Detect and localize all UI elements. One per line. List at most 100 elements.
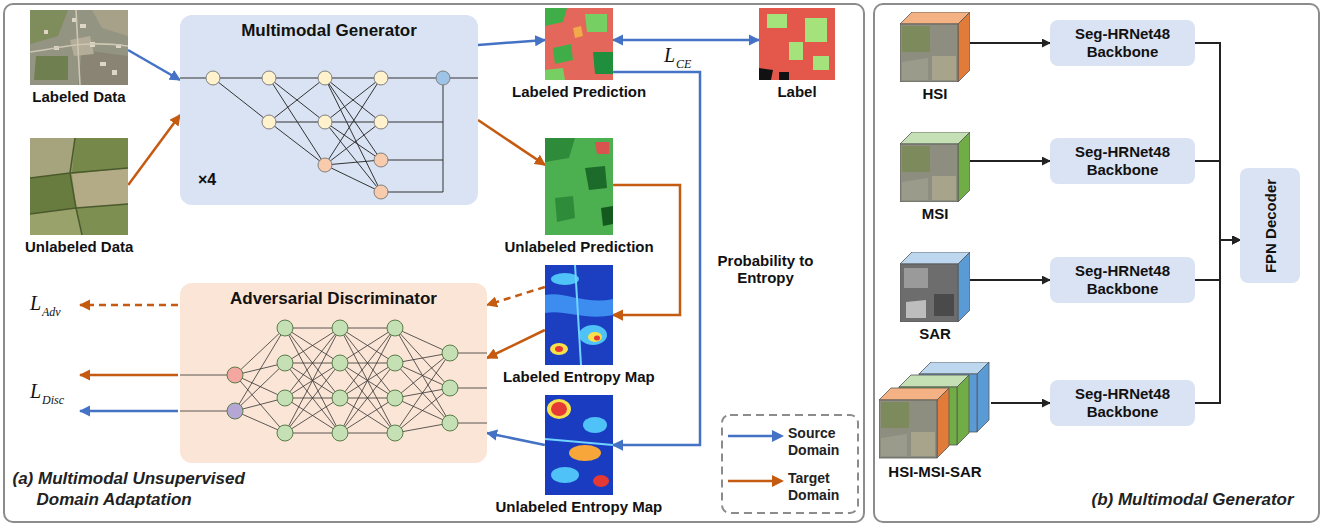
drawing-part	[545, 439, 613, 445]
drawing-part	[588, 332, 602, 342]
drawing-part	[442, 415, 458, 431]
drawing-part	[789, 42, 803, 60]
image-node: Labeled Data	[30, 10, 128, 105]
aerial-photo	[30, 10, 128, 85]
image-node: Unlabeled Prediction	[505, 138, 654, 255]
drawing-part	[318, 158, 332, 172]
panel-caption: (b) Multimodal Generator	[1092, 489, 1312, 510]
drawing-part	[759, 68, 773, 80]
drawing-part	[30, 10, 128, 85]
connector	[1195, 240, 1240, 403]
node-label: SAR	[919, 325, 951, 342]
cube-node: HSI	[900, 12, 970, 102]
drawing-part	[112, 70, 117, 75]
drawing-part	[881, 402, 909, 428]
backbone-box: Seg-HRNet48 Backbone	[1050, 138, 1195, 184]
connector	[970, 279, 1050, 281]
drawing-part	[902, 58, 928, 80]
generator-network	[180, 15, 478, 205]
drawing-part	[30, 208, 82, 235]
drawing-part	[573, 26, 583, 38]
drawing-part	[227, 320, 458, 441]
drawing-part	[374, 71, 388, 85]
drawing-part	[374, 115, 388, 129]
drawing-part	[881, 434, 907, 456]
drawing-part	[318, 115, 332, 129]
drawing-part	[583, 417, 607, 433]
drawing-part	[545, 265, 613, 365]
connector	[1195, 161, 1240, 240]
drawing-part	[318, 71, 332, 85]
drawing-part	[442, 345, 458, 361]
drawing-part	[585, 166, 607, 190]
drawing-part	[601, 206, 613, 226]
drawing-part	[595, 142, 609, 154]
drawing-part	[904, 268, 928, 288]
image-node: Labeled Prediction	[512, 8, 646, 100]
drawing-part	[277, 425, 293, 441]
image-node: Labeled Entropy Map	[503, 265, 655, 385]
drawing-part	[262, 115, 276, 129]
prediction-map	[545, 8, 613, 80]
drawing-part	[585, 14, 607, 32]
node-label: HSI	[922, 85, 947, 102]
connector	[613, 39, 759, 42]
drawing-part	[553, 44, 573, 64]
drawing-part	[551, 467, 579, 483]
adv-loss-arrow	[80, 304, 178, 307]
drawing-part	[555, 196, 575, 222]
drawing-part	[277, 320, 293, 336]
discriminator-network	[180, 283, 487, 463]
legend-swatch	[728, 429, 784, 443]
drawing-part	[545, 68, 565, 80]
drawing-part	[387, 355, 403, 371]
legend-arrowhead	[772, 475, 784, 487]
loss-subscript: Disc	[42, 394, 64, 408]
drawing-part	[902, 26, 930, 52]
drawing-part	[277, 390, 293, 406]
label-map	[759, 8, 835, 80]
drawing-part	[277, 355, 293, 371]
connector	[613, 72, 700, 445]
drawing-part	[332, 425, 348, 441]
drawing-part	[902, 178, 928, 200]
drawing-part	[545, 138, 575, 162]
drawing-part	[374, 153, 388, 167]
drawing-part	[387, 425, 403, 441]
drawing-part	[442, 380, 458, 396]
connector	[1195, 240, 1240, 280]
disc-loss-arrow	[80, 374, 178, 377]
disc-loss-arrow	[80, 410, 178, 413]
drawing-part	[387, 390, 403, 406]
drawing-part	[92, 10, 128, 36]
drawing-part	[879, 400, 937, 458]
drawing-part	[545, 138, 613, 235]
drawing-part	[911, 432, 935, 456]
node-label: Multimodal Generator	[180, 15, 478, 41]
drawing-part	[436, 71, 450, 85]
image-node: Unlabeled Entropy Map	[496, 395, 663, 515]
drawing-part	[30, 138, 128, 235]
node-label: Unlabeled Prediction	[505, 238, 654, 255]
connector	[1195, 43, 1240, 240]
drawing-part	[387, 320, 403, 336]
drawing-part	[44, 18, 121, 75]
connector	[478, 40, 545, 45]
drawing-part	[547, 399, 571, 419]
node-label: Seg-HRNet48 Backbone	[1056, 143, 1189, 179]
drawing-part	[332, 355, 348, 371]
drawing-part	[593, 52, 613, 74]
legend-text: Target Domain	[788, 470, 854, 504]
drawing-part	[957, 375, 969, 445]
drawing-part	[180, 328, 487, 433]
node-label: FPN Decoder	[1262, 178, 1279, 272]
drawing-part	[805, 18, 827, 42]
data-cube	[900, 132, 970, 202]
connector	[970, 160, 1050, 162]
drawing-part	[958, 132, 970, 202]
drawing-part	[374, 185, 388, 199]
connector	[991, 402, 1050, 404]
connector	[487, 287, 545, 305]
connector	[487, 330, 545, 358]
